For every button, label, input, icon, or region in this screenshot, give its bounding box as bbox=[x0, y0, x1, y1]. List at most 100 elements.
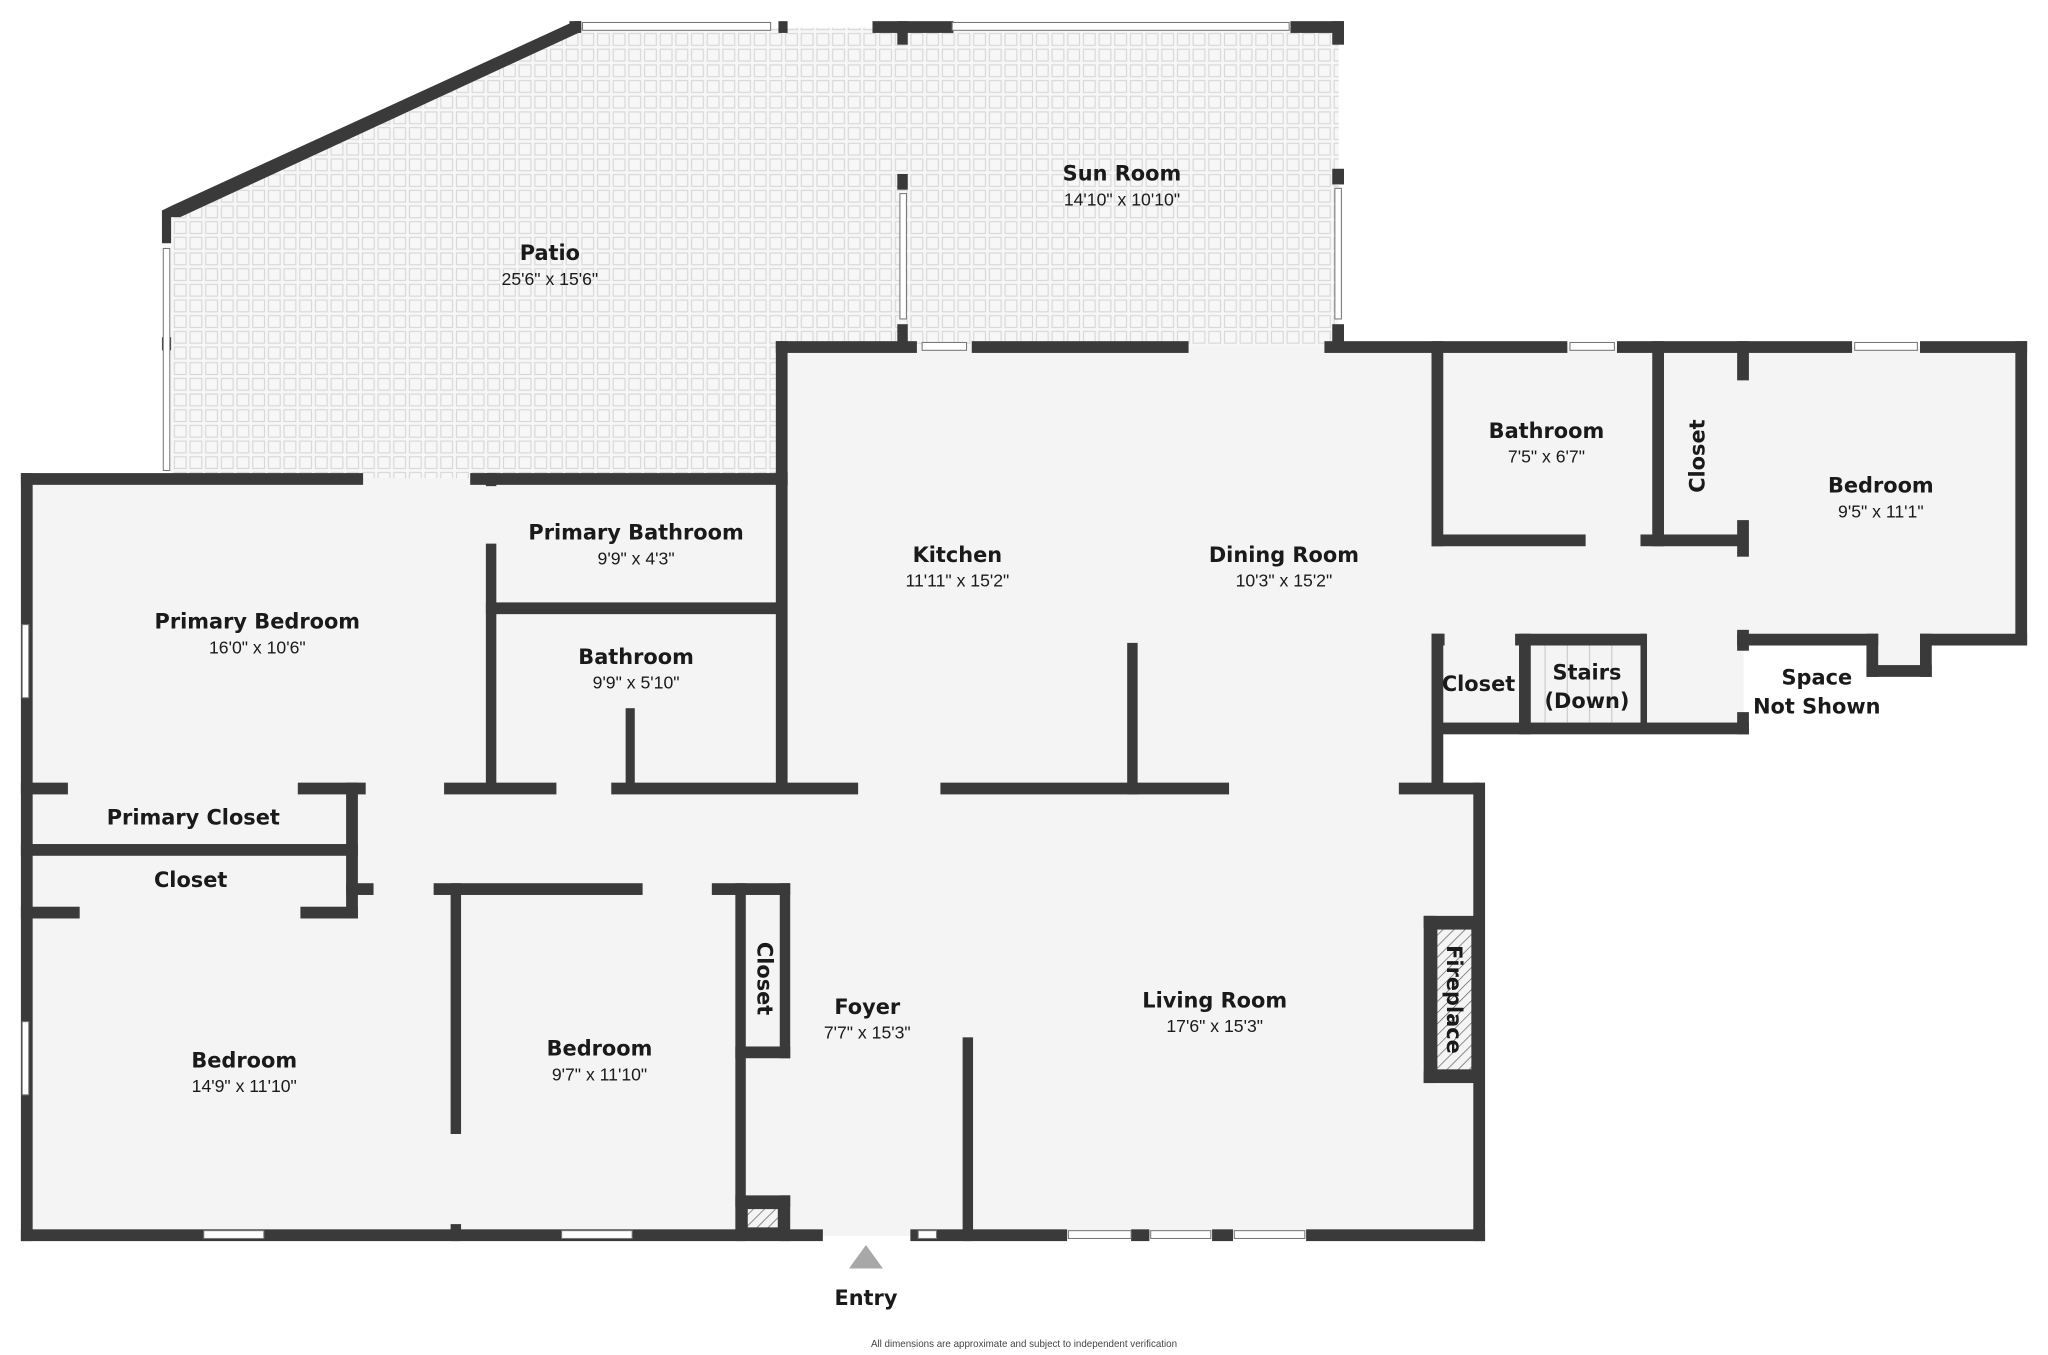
wall bbox=[1515, 633, 1646, 646]
room-name-stairs: Stairs bbox=[1552, 660, 1621, 684]
walls bbox=[20, 21, 2028, 1242]
wall bbox=[1431, 722, 1749, 735]
window bbox=[1067, 1230, 1132, 1240]
wall bbox=[20, 473, 33, 1242]
window bbox=[951, 21, 1290, 31]
room-name-sun-room: Sun Room bbox=[1063, 162, 1182, 186]
wall bbox=[897, 324, 908, 351]
window bbox=[1233, 1230, 1306, 1240]
wall bbox=[1473, 782, 1486, 1242]
wall bbox=[1737, 629, 1749, 651]
room-dims-primary-bathroom: 9'9" x 4'3" bbox=[598, 549, 675, 569]
wall bbox=[470, 473, 788, 485]
window bbox=[162, 247, 171, 472]
room-labels: Patio 25'6" x 15'6" Sun Room 14'10" x 10… bbox=[107, 162, 1934, 1097]
windows bbox=[21, 21, 1918, 1240]
room-name-closet-foyer: Closet bbox=[753, 942, 777, 1015]
space-not-shown-line1: Space bbox=[1782, 666, 1853, 690]
wall bbox=[1920, 633, 1932, 677]
wall bbox=[735, 1195, 791, 1208]
wall bbox=[779, 1195, 791, 1242]
wall bbox=[1866, 633, 1879, 677]
wall bbox=[1431, 633, 1444, 794]
wall bbox=[625, 708, 635, 792]
sun-room-floor bbox=[905, 27, 1339, 347]
wall bbox=[872, 21, 954, 33]
wall bbox=[346, 883, 374, 895]
room-dims-foyer: 7'7" x 15'3" bbox=[824, 1023, 911, 1043]
room-name-kitchen: Kitchen bbox=[913, 543, 1003, 567]
wall bbox=[962, 1037, 974, 1242]
room-dims-primary-bedroom: 16'0" x 10'6" bbox=[209, 637, 306, 657]
wall bbox=[1131, 1229, 1150, 1242]
wall bbox=[1332, 21, 1344, 45]
wall bbox=[775, 471, 788, 792]
wall bbox=[1519, 633, 1531, 735]
room-name-dining-room: Dining Room bbox=[1209, 543, 1359, 567]
chimney-hatch bbox=[743, 1205, 782, 1232]
room-dims-bedroom-middle: 9'7" x 11'10" bbox=[552, 1064, 647, 1084]
wall bbox=[779, 883, 791, 1059]
room-name-bathroom-right: Bathroom bbox=[1489, 419, 1605, 443]
wall bbox=[1431, 534, 1586, 547]
room-dims-kitchen: 11'11" x 15'2" bbox=[905, 571, 1009, 591]
wall bbox=[1423, 1071, 1476, 1084]
disclaimer-text: All dimensions are approximate and subje… bbox=[871, 1339, 1177, 1350]
wall bbox=[1290, 21, 1344, 33]
room-name-bedroom-right: Bedroom bbox=[1828, 474, 1934, 498]
room-name-primary-bedroom: Primary Bedroom bbox=[155, 610, 361, 634]
wall bbox=[1616, 341, 1853, 353]
wall bbox=[1920, 341, 2028, 353]
room-name-closet-hall: Closet bbox=[1442, 672, 1515, 696]
wall bbox=[971, 341, 1189, 353]
wall bbox=[1737, 520, 1749, 557]
wall bbox=[1212, 1229, 1233, 1242]
wall bbox=[20, 782, 68, 795]
wall bbox=[1324, 341, 1568, 353]
wall bbox=[1398, 782, 1480, 795]
window bbox=[582, 21, 772, 31]
wall bbox=[485, 602, 784, 615]
window bbox=[921, 341, 968, 351]
wall bbox=[450, 883, 462, 1134]
wall bbox=[1332, 324, 1344, 351]
window bbox=[203, 1230, 265, 1240]
window bbox=[1569, 341, 1615, 351]
wall bbox=[1866, 665, 1932, 677]
wall bbox=[1423, 915, 1476, 928]
window bbox=[917, 1230, 938, 1240]
wall bbox=[20, 906, 80, 919]
wall bbox=[1737, 341, 1749, 381]
wall bbox=[1306, 1229, 1486, 1242]
wall bbox=[940, 782, 1230, 795]
room-dims-dining-room: 10'3" x 15'2" bbox=[1236, 571, 1333, 591]
wall bbox=[778, 21, 788, 33]
window bbox=[899, 193, 907, 320]
wall bbox=[20, 1229, 823, 1242]
wall bbox=[611, 782, 859, 795]
wall bbox=[897, 21, 908, 45]
window bbox=[1854, 341, 1918, 351]
room-dims-sun-room: 14'10" x 10'10" bbox=[1064, 189, 1180, 209]
wall bbox=[1652, 341, 1664, 547]
wall bbox=[1920, 633, 2028, 646]
room-name-closet-left: Closet bbox=[154, 868, 227, 892]
window bbox=[1150, 1230, 1212, 1240]
wall bbox=[1640, 534, 1748, 547]
wall bbox=[1431, 633, 1445, 646]
wall bbox=[450, 1224, 462, 1242]
wall bbox=[2015, 341, 2028, 646]
wall bbox=[711, 883, 791, 895]
room-dims-bathroom-center: 9'9" x 5'10" bbox=[593, 673, 680, 693]
window bbox=[21, 1021, 30, 1096]
room-dims-bedroom-left: 14'9" x 11'10" bbox=[192, 1076, 297, 1096]
window bbox=[1334, 187, 1342, 320]
room-name-primary-bathroom: Primary Bathroom bbox=[528, 521, 743, 545]
wall bbox=[300, 906, 358, 919]
window bbox=[561, 1230, 633, 1240]
room-sub-stairs: (Down) bbox=[1544, 689, 1629, 713]
wall bbox=[20, 473, 364, 485]
stairs-treads bbox=[1544, 645, 1613, 723]
window bbox=[21, 624, 30, 699]
wall bbox=[485, 473, 497, 487]
